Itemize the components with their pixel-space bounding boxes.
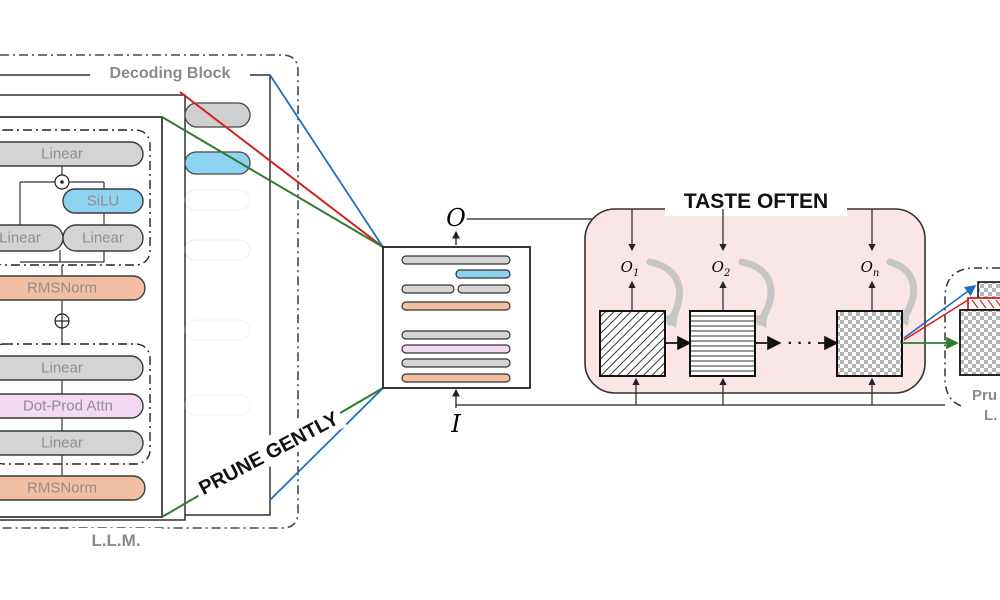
output-label-2: O2 xyxy=(712,258,731,279)
taste-often-title: TASTE OFTEN xyxy=(684,190,828,213)
zoom-line-blue-bottom xyxy=(269,387,384,501)
llm-boundary xyxy=(0,54,299,529)
result-block-front xyxy=(959,309,1000,376)
result-label-line1: Pru xyxy=(972,387,997,404)
rmsnorm-lower xyxy=(0,475,146,501)
decoding-block-title: Decoding Block xyxy=(110,65,231,82)
llm-label: L.L.M. xyxy=(91,531,140,550)
red-hatch xyxy=(971,299,1000,309)
zoom-line-green-top xyxy=(161,116,384,248)
zoom-line-blue-top xyxy=(269,74,384,248)
silu-pill xyxy=(62,188,144,214)
output-label: O xyxy=(446,204,466,232)
back-linear-pill xyxy=(184,102,251,128)
attn-linear-top xyxy=(0,355,144,381)
result-red-line xyxy=(903,299,969,341)
attn-linear-bottom xyxy=(0,430,144,456)
dot-prod-attn xyxy=(0,393,144,419)
state-square-1 xyxy=(599,310,666,377)
output-label-n: On xyxy=(861,258,880,279)
zoom-line-red xyxy=(179,91,384,248)
back-silu-pill xyxy=(184,151,251,175)
output-label-1: O1 xyxy=(621,258,640,279)
result-label-line2: L. xyxy=(984,407,997,424)
mlp-linear-right-label: Linear xyxy=(82,230,124,247)
mlp-linear-right xyxy=(62,224,144,252)
rmsnorm-upper-label: RMSNorm xyxy=(27,280,97,297)
input-label: I xyxy=(450,410,461,438)
dot-prod-attn-label: Dot-Prod Attn xyxy=(23,398,113,415)
silu-label: SiLU xyxy=(87,193,120,210)
mlp-linear-left-label: Linear xyxy=(0,230,41,247)
rmsnorm-upper xyxy=(0,275,146,301)
state-square-n xyxy=(836,310,903,377)
attention-group xyxy=(0,343,151,465)
decoding-block-front-layer xyxy=(0,116,163,518)
result-blue-arrow xyxy=(903,285,977,339)
attn-linear-top-label: Linear xyxy=(41,360,83,377)
result-block-red xyxy=(967,297,1000,311)
mlp-group xyxy=(0,129,151,266)
state-square-2 xyxy=(689,310,756,377)
rmsnorm-lower-label: RMSNorm xyxy=(27,480,97,497)
mlp-linear-top xyxy=(0,141,144,167)
ellipsis: · · · xyxy=(788,335,813,352)
attn-linear-bottom-label: Linear xyxy=(41,435,83,452)
mlp-linear-top-label: Linear xyxy=(41,146,83,163)
zoomed-block-layers xyxy=(401,255,511,383)
result-panel-boundary xyxy=(944,267,1000,409)
